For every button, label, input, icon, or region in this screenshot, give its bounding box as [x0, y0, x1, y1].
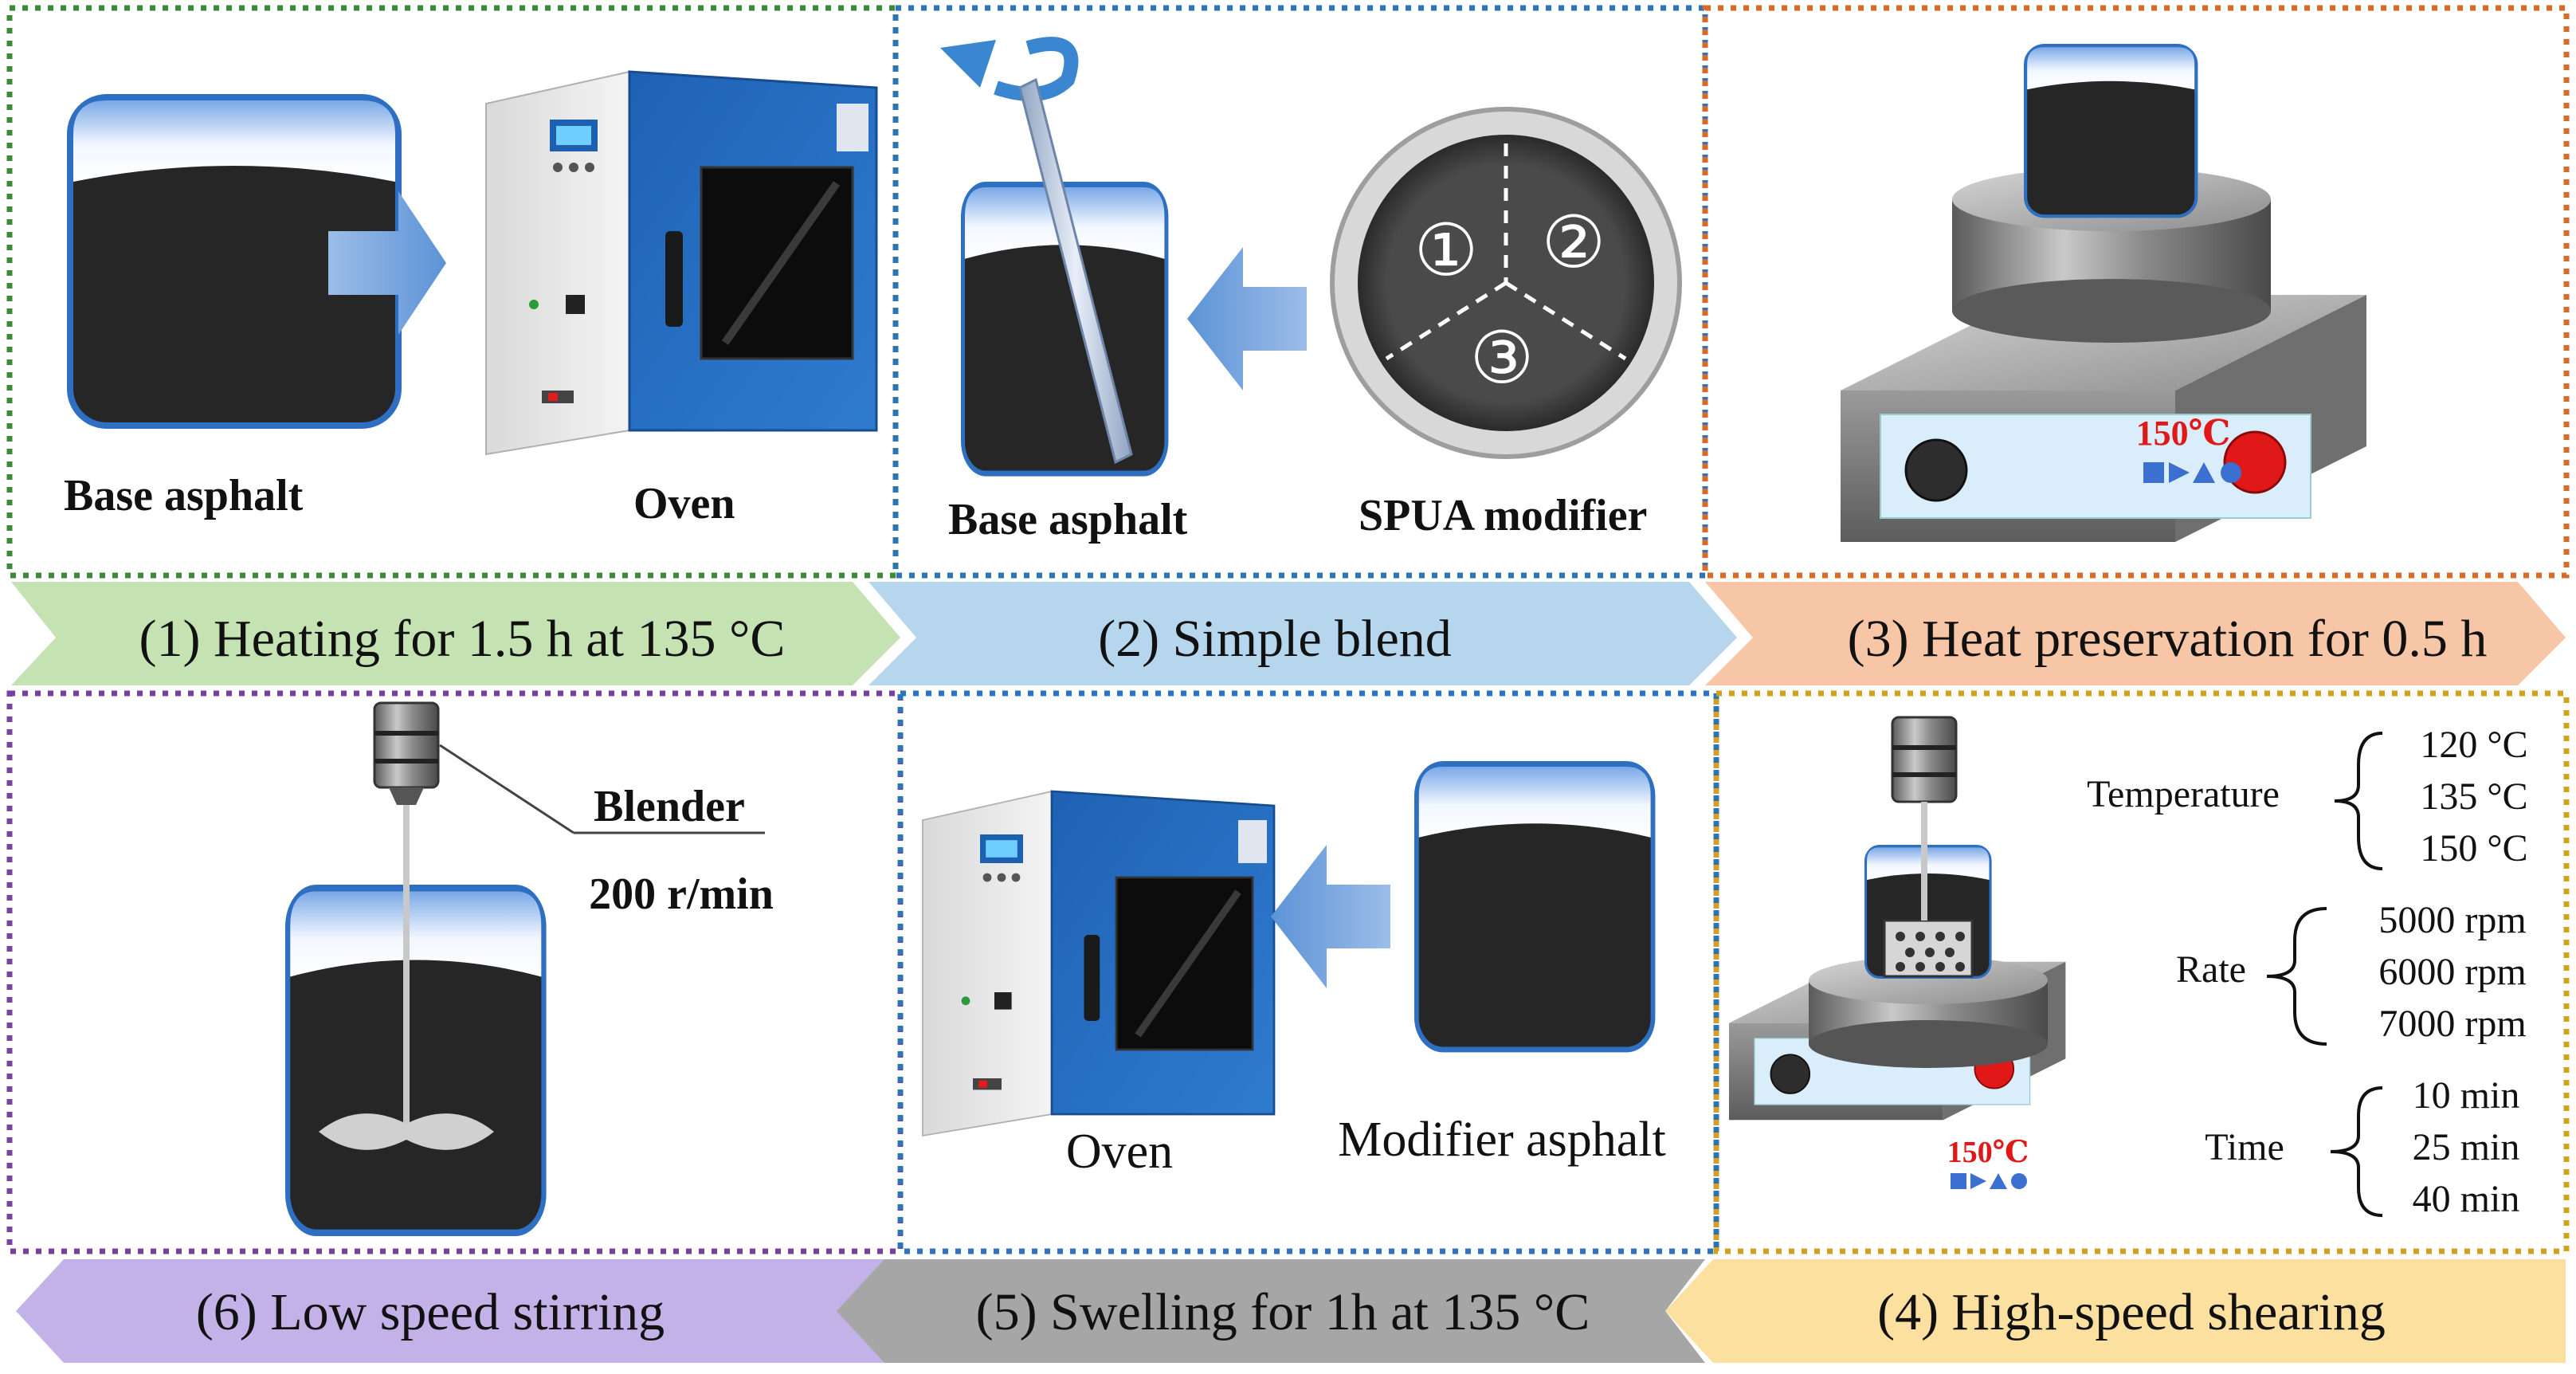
- panel-5-border: [897, 690, 1719, 1254]
- modifier-asphalt-jar: [1417, 764, 1653, 1049]
- section-2: ②: [1542, 204, 1606, 283]
- label-base-asphalt: Base asphalt: [64, 471, 304, 520]
- panel-3: 150℃: [1839, 45, 2368, 544]
- stirring-jar: [288, 888, 543, 1233]
- param-temperature-3: 150 °C: [2420, 827, 2527, 870]
- panel-6: Blender 200 r/min: [288, 701, 774, 1233]
- param-time-3: 40 min: [2413, 1178, 2520, 1220]
- step-5-banner: [837, 1259, 1705, 1363]
- panel-5: Oven Modifier asphalt: [923, 764, 1666, 1179]
- arrow-left-icon-2: [1271, 845, 1390, 988]
- param-rate-2: 6000 rpm: [2378, 951, 2526, 993]
- stirring-rod: [1018, 77, 1133, 465]
- param-time-2: 25 min: [2413, 1126, 2520, 1168]
- divider-line: [1504, 281, 1627, 361]
- brace-icon: [2330, 1086, 2383, 1217]
- param-time-1: 10 min: [2413, 1074, 2520, 1117]
- step-2-banner: [868, 582, 1737, 685]
- heated-jar: [2025, 45, 2196, 216]
- pointer-line: [439, 744, 574, 834]
- label-oven-2: Oven: [1066, 1125, 1173, 1179]
- param-rate-3: 7000 rpm: [2378, 1003, 2526, 1045]
- shape-icons-2: [1951, 1173, 2027, 1189]
- arrow-right-icon: [328, 191, 446, 335]
- shear-holes: [1896, 932, 1965, 972]
- label-blender: Blender: [594, 782, 745, 831]
- panel-6-border: [6, 690, 904, 1254]
- banner-row-top: (1) Heating for 1.5 h at 135 °C (2) Simp…: [11, 582, 2566, 685]
- divider-line: [1385, 281, 1508, 361]
- heating-cylinder-bottom: [1952, 279, 2271, 343]
- section-3: ③: [1470, 320, 1535, 398]
- step-2-label: (2) Simple blend: [1098, 610, 1452, 668]
- heater-display-2: 150℃: [1947, 1136, 2029, 1169]
- blender-motor: [373, 701, 440, 789]
- shear-motor: [1891, 716, 1958, 803]
- heater-display: 150℃: [2136, 414, 2231, 453]
- banner-row-bottom: (6) Low speed stirring (5) Swelling for …: [16, 1259, 2566, 1363]
- label-oven: Oven: [633, 479, 735, 528]
- step-4-banner: [1665, 1259, 2566, 1363]
- param-time-label: Time: [2205, 1126, 2284, 1168]
- heating-cylinder-2-bottom: [1809, 1020, 2048, 1068]
- section-1: ①: [1414, 212, 1479, 291]
- param-temperature-label: Temperature: [2087, 773, 2280, 815]
- step-1-label: (1) Heating for 1.5 h at 135 °C: [139, 610, 786, 668]
- stirring-impeller: [319, 1113, 494, 1150]
- oven-image: [486, 72, 876, 454]
- step-6-label: (6) Low speed stirring: [196, 1283, 665, 1341]
- step-5-label: (5) Swelling for 1h at 135 °C: [976, 1283, 1590, 1341]
- param-rate-label: Rate: [2176, 948, 2246, 991]
- panel-4: 150℃ Temperature 120 °C 135 °C 150 °C Ra…: [1728, 716, 2528, 1220]
- param-temperature-1: 120 °C: [2420, 724, 2527, 766]
- param-temperature-2: 135 °C: [2420, 775, 2527, 818]
- shape-icons: [2143, 462, 2241, 483]
- step-3-banner: [1705, 582, 2566, 685]
- label-base-asphalt-2: Base asphalt: [948, 495, 1188, 544]
- panel-4-border: [1713, 690, 2570, 1254]
- param-rate-1: 5000 rpm: [2378, 899, 2526, 941]
- brace-icon: [2266, 907, 2327, 1046]
- step-3-label: (3) Heat preservation for 0.5 h: [1848, 610, 2488, 668]
- arrow-left-icon: [1187, 247, 1307, 391]
- step-4-label: (4) High-speed shearing: [1877, 1283, 2386, 1341]
- label-modifier-asphalt: Modifier asphalt: [1338, 1113, 1666, 1167]
- step-6-banner: [16, 1259, 884, 1363]
- panel-2: ① ② ③ Base asphalt SPUA modifier: [940, 37, 1682, 544]
- label-spua-modifier: SPUA modifier: [1359, 491, 1647, 540]
- label-blender-speed: 200 r/min: [589, 870, 774, 919]
- brace-icon: [2334, 732, 2383, 870]
- blender-chuck: [389, 787, 424, 805]
- rotate-arrowhead-icon: [940, 40, 996, 88]
- panel-1: Base asphalt Oven: [64, 72, 876, 528]
- oven-image-2: [923, 791, 1274, 1136]
- step-1-banner: [11, 582, 900, 685]
